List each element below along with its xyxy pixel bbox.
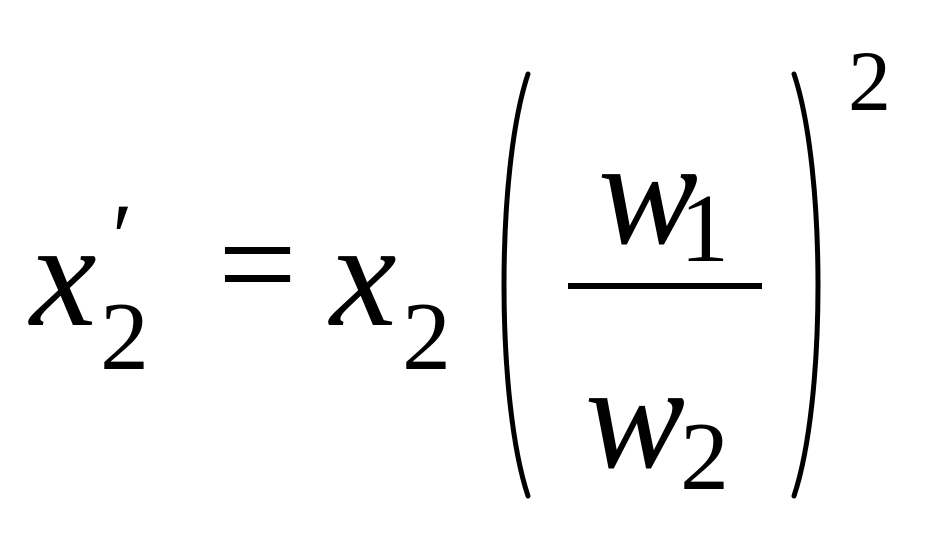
fraction-bar [568, 283, 762, 289]
exponent: 2 [848, 33, 891, 129]
rhs-variable: x [330, 192, 397, 358]
right-parenthesis [791, 71, 821, 499]
denominator-subscript: 2 [680, 403, 729, 511]
rhs-subscript: 2 [402, 283, 451, 391]
numerator-variable: w [598, 110, 699, 276]
numerator-subscript: 1 [680, 175, 729, 283]
lhs-subscript: 2 [100, 283, 149, 391]
lhs-prime: ′ [112, 184, 133, 290]
lhs-variable: x [30, 192, 97, 358]
left-parenthesis [501, 71, 531, 499]
denominator-variable: w [585, 334, 686, 500]
equals-sign: = [218, 187, 297, 342]
